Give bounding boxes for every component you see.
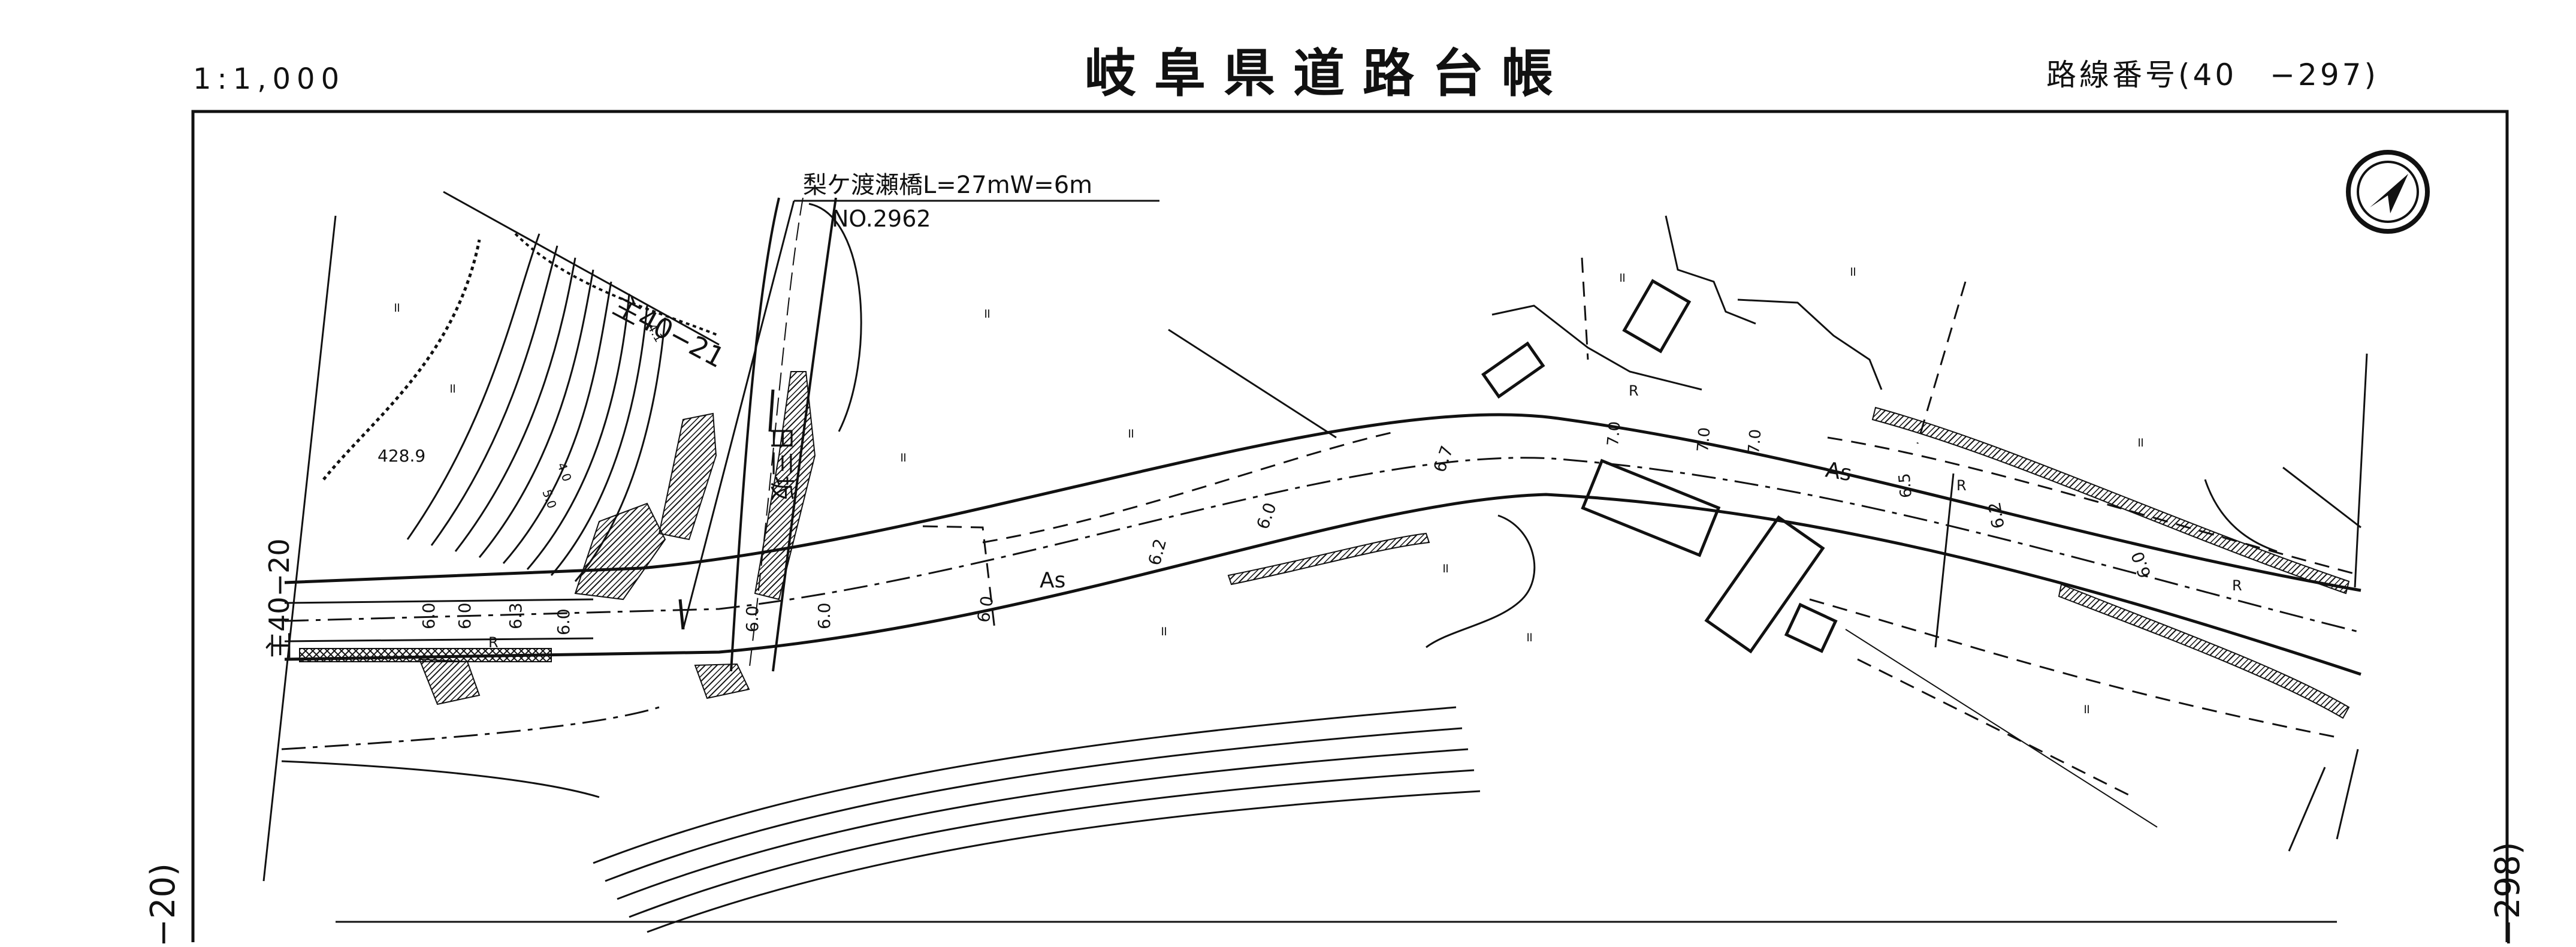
bridge-label: 梨ケ渡瀬橋L=27mW=6m	[803, 171, 1092, 199]
width-mark: 6.2	[1144, 536, 1170, 568]
width-mark: 7.0	[1745, 429, 1765, 455]
width-mark: 6.0	[973, 595, 997, 625]
land-symbol: ॥	[1849, 264, 1856, 279]
roadside-label: R	[2232, 577, 2242, 594]
road-ref-top: 主40−21	[608, 289, 730, 374]
width-mark: 7.0	[1604, 421, 1624, 447]
land-symbol: ॥	[1159, 624, 1167, 639]
map-frame	[191, 110, 2509, 942]
land-symbol: ॥	[1525, 630, 1533, 645]
width-mark: 6.0	[742, 605, 762, 632]
small-mark: 5.0	[539, 488, 559, 511]
side-road	[678, 197, 862, 672]
elevation-label: 428.9	[378, 446, 425, 466]
land-symbol: ॥	[1618, 270, 1626, 285]
land-symbol: ॥	[899, 450, 907, 465]
road-ref-left: 主40−20	[263, 538, 295, 659]
land-symbol: ॥	[2082, 702, 2090, 717]
land-symbol: ॥	[392, 300, 400, 315]
width-mark: 6.7	[1430, 443, 1457, 475]
surface-label: As	[1823, 457, 1853, 486]
width-mark: 6.5	[1895, 472, 1915, 499]
width-mark: 6.0	[455, 602, 475, 629]
parcel-lines	[1168, 215, 2368, 852]
slope-contours	[262, 191, 720, 882]
roadside-label: R	[488, 634, 499, 651]
width-mark: 7.0	[1694, 427, 1714, 453]
land-symbol: ॥	[1441, 561, 1449, 576]
bridge-number: NO.2962	[832, 206, 931, 232]
land-symbol: ॥	[983, 306, 990, 321]
land-symbol: ॥	[448, 381, 456, 396]
main-road	[284, 413, 2361, 828]
width-mark: 6.0	[2127, 549, 2155, 581]
side-road-name: 日三坂	[767, 426, 796, 501]
scale-label: 1:1,000	[193, 62, 346, 96]
north-arrow-icon	[2346, 150, 2430, 234]
width-mark: 6.0	[554, 608, 573, 635]
land-symbol: ॥	[1127, 426, 1134, 441]
roadside-label: R	[1629, 382, 1639, 399]
width-mark: 6.0	[814, 602, 834, 629]
roadside-label: R	[1956, 477, 1967, 494]
surface-label: As	[1040, 568, 1065, 593]
width-mark: 6.3	[506, 602, 526, 629]
land-symbol: ॥	[2136, 435, 2144, 450]
width-mark: 6.2	[1985, 500, 2009, 530]
width-mark: 6.0	[1253, 500, 1281, 532]
roadside-strips	[299, 371, 2350, 719]
bridge-callout	[682, 200, 1159, 630]
river-contours	[281, 706, 1481, 933]
width-mark: 6.0	[419, 602, 439, 629]
page-title: 岐阜県道路台帳	[1085, 44, 1571, 104]
route-number: 路線番号(40 −297)	[2046, 58, 2379, 92]
buildings	[1481, 279, 1838, 654]
map-labels: 梨ケ渡瀬橋L=27mW=6m NO.2962 主40−21 主40−20 日三坂…	[263, 171, 2242, 717]
